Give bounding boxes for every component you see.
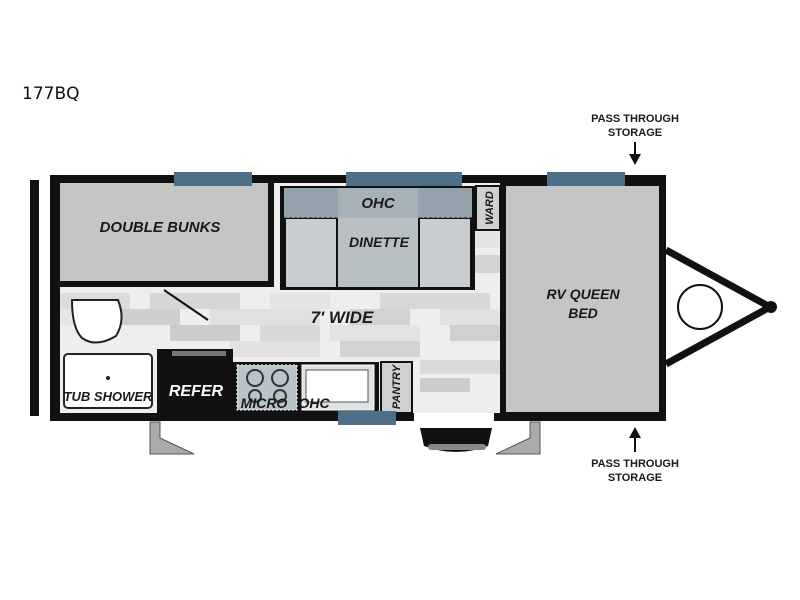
jack-rear [149, 421, 195, 455]
tub-shower [63, 353, 153, 409]
pantry [380, 361, 413, 414]
floor-planks [60, 232, 502, 392]
drain [106, 376, 110, 380]
entry-door-opening [414, 413, 494, 422]
propane-tank [677, 284, 723, 330]
bunk-room [60, 183, 268, 283]
width-label: 7' WIDE [311, 308, 374, 327]
storage-bottom-label-1: PASS THROUGH [591, 458, 679, 470]
double-bunks-label: DOUBLE BUNKS [100, 219, 221, 236]
dinette-seat-left [286, 219, 336, 287]
window-bed [547, 172, 625, 186]
storage-top-arrow-head [629, 154, 641, 165]
dinette-label: DINETTE [349, 234, 410, 250]
refrigerator [157, 349, 233, 413]
ohc-bottom-label: OHC [298, 395, 330, 411]
burner-2 [271, 369, 289, 387]
jack-front [495, 421, 541, 455]
tub-shower-label: TUB SHOWER [64, 389, 153, 404]
rear-bumper [30, 180, 39, 416]
refer-handle [172, 351, 226, 356]
wardrobe [475, 185, 501, 231]
queen-bed-label-1: RV QUEEN [546, 286, 620, 302]
ward-label: WARD [484, 191, 496, 225]
bunk-wall-right [268, 183, 274, 287]
window-galley [338, 411, 396, 425]
storage-top-label-1: PASS THROUGH [591, 113, 679, 125]
ohc-center [338, 188, 418, 218]
window-bunk [174, 172, 252, 186]
bedroom-wall [500, 183, 506, 413]
burner-4 [273, 389, 287, 403]
storage-bottom-arrow-head [629, 427, 641, 438]
ohc-top-label: OHC [361, 195, 396, 212]
hitch-coupler [765, 301, 777, 313]
burner-3 [248, 389, 262, 403]
storage-bottom-label-2: STORAGE [608, 472, 662, 484]
dinette-seat-right [420, 219, 470, 287]
bunk-wall-bottom [60, 281, 274, 287]
burner-1 [246, 369, 264, 387]
sink-basin [305, 369, 369, 403]
queen-bed [506, 186, 659, 412]
pantry-label: PANTRY [391, 363, 403, 409]
model-name: 177BQ [22, 84, 80, 104]
bath-door [163, 289, 209, 321]
toilet [70, 299, 123, 344]
refer-label: REFER [169, 383, 224, 400]
storage-top-label-2: STORAGE [608, 127, 662, 139]
window-dinette [346, 172, 462, 186]
entry-step-tread [428, 444, 486, 450]
micro-label: MICRO [241, 395, 288, 411]
queen-bed-label-2: BED [568, 305, 598, 321]
